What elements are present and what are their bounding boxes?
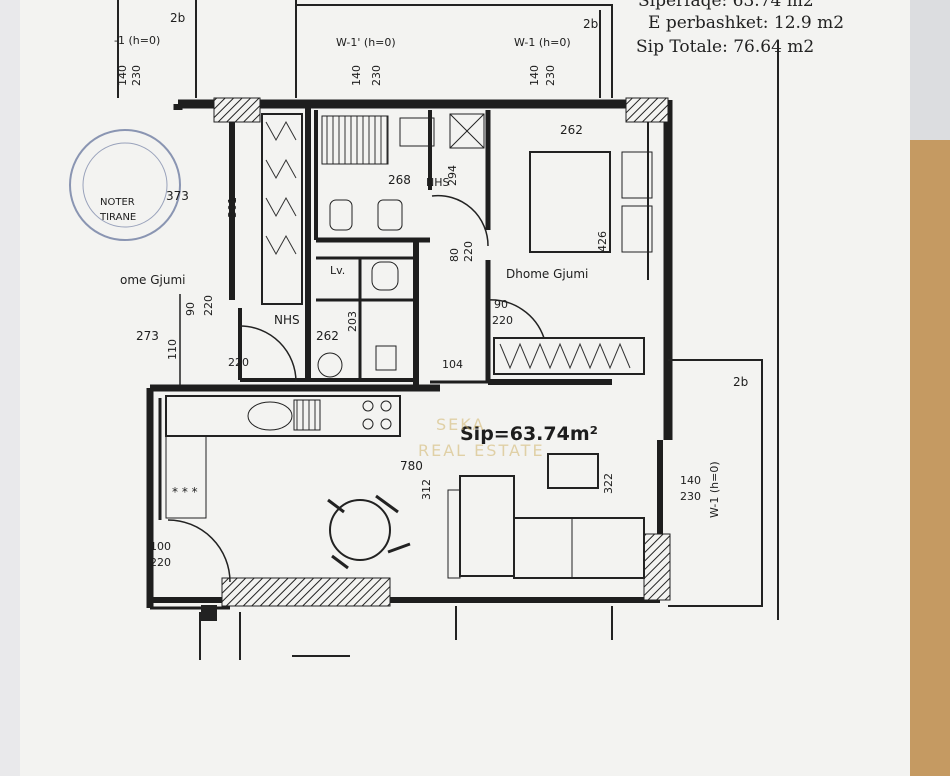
dimension-label: 220 [228, 356, 249, 369]
dimension-label: 100 [150, 540, 171, 553]
dimension-label: 140 [350, 65, 363, 86]
watermark-sub: REAL ESTATE [418, 441, 545, 460]
dimension-label: 104 [442, 358, 463, 371]
top-balconies [117, 0, 613, 98]
stamp-bottom-text: TIRANE [99, 212, 136, 223]
parapet-wall [221, 577, 391, 607]
dimension-label: 140 [680, 474, 701, 487]
window-label-left: -1 (h=0) [114, 34, 160, 47]
dimension-label: 220 [462, 241, 475, 262]
dimension-label: 294 [446, 165, 459, 186]
common-area-text: E perbashket: 12.9 m2 [648, 13, 844, 33]
wardrobe-right [493, 337, 645, 375]
dimension-label: 230 [130, 65, 143, 86]
bedroom-left-label: ome Gjumi [120, 273, 186, 287]
bidet-top [377, 199, 403, 231]
dimension-label: 262 [560, 123, 583, 137]
stamp-top-text: NOTER [100, 197, 135, 208]
dimension-label: 273 [136, 329, 159, 343]
dimension-label: 80 [448, 248, 461, 262]
shower-tray [321, 115, 389, 165]
dimension-label: 230 [370, 65, 383, 86]
kitchen-counter [165, 395, 401, 437]
bottom-balcony [199, 605, 613, 660]
window-label-right: W-1 (h=0) [514, 36, 571, 49]
tv-unit [547, 453, 599, 489]
marker-2b-right: 2b [733, 375, 748, 389]
dimension-label: 110 [166, 339, 179, 360]
dimension-label: 140 [116, 65, 129, 86]
dimension-label: 220 [492, 314, 513, 327]
doors [167, 194, 545, 583]
total-area-text: Sip Totale: 76.64 m2 [636, 37, 814, 57]
toilet-mid [371, 261, 399, 291]
dimension-label: 220 [150, 556, 171, 569]
dimension-label: * * * [172, 485, 198, 499]
nightstand-2 [621, 205, 653, 253]
dimension-label: 90 [494, 298, 508, 311]
dimension-label: 301 [226, 197, 239, 218]
area-text: Siperfaqe: 63.74 m2 [638, 0, 814, 11]
bed-right [529, 151, 611, 253]
dining-table [329, 499, 391, 561]
window-label-side: W-1 (h=0) [708, 461, 721, 518]
wardrobe-left [261, 113, 303, 305]
dimension-label: 140 [528, 65, 541, 86]
kitchen-sink [247, 401, 293, 431]
dimension-label: 373 [166, 189, 189, 203]
dimension-label: 90 [184, 302, 197, 316]
kitchen-side-counter [165, 435, 207, 519]
washbasin-top [399, 117, 435, 147]
side-balcony [668, 359, 763, 607]
dimension-label: 426 [596, 231, 609, 252]
sofa-chaise [459, 475, 515, 577]
window-label-mid: W-1' (h=0) [336, 36, 396, 49]
marker-2b-left: 2b [170, 11, 185, 25]
nhs-mid-label: NHS [274, 313, 300, 327]
dimension-label: 312 [420, 479, 433, 500]
laundry-label: Lv. [330, 264, 345, 277]
dimension-label: 268 [388, 173, 411, 187]
toilet-top [329, 199, 353, 231]
drain-board [293, 399, 321, 431]
marker-2b-top: 2b [583, 17, 598, 31]
notary-stamp: NOTER TIRANE [69, 129, 181, 241]
dimension-label: 220 [202, 295, 215, 316]
watermark-brand: SEKA [436, 415, 485, 434]
column-right [643, 533, 671, 601]
sink-mid [317, 352, 343, 378]
sofa [513, 517, 645, 579]
shaft [449, 113, 485, 149]
column-top-right [625, 97, 669, 123]
total-area-label: Sip=63.74m² [460, 423, 598, 445]
washer [375, 345, 397, 371]
nightstand-1 [621, 151, 653, 199]
dimension-label: 322 [602, 473, 615, 494]
nhs-top-label: NHS [426, 176, 450, 189]
dimension-label: 230 [680, 490, 701, 503]
dimension-label: 230 [544, 65, 557, 86]
column-top-left [213, 97, 261, 123]
bedroom-right-label: Dhome Gjumi [506, 267, 588, 281]
dimension-label: 780 [400, 459, 423, 473]
dimension-label: 262 [316, 329, 339, 343]
dimension-label: 203 [346, 311, 359, 332]
